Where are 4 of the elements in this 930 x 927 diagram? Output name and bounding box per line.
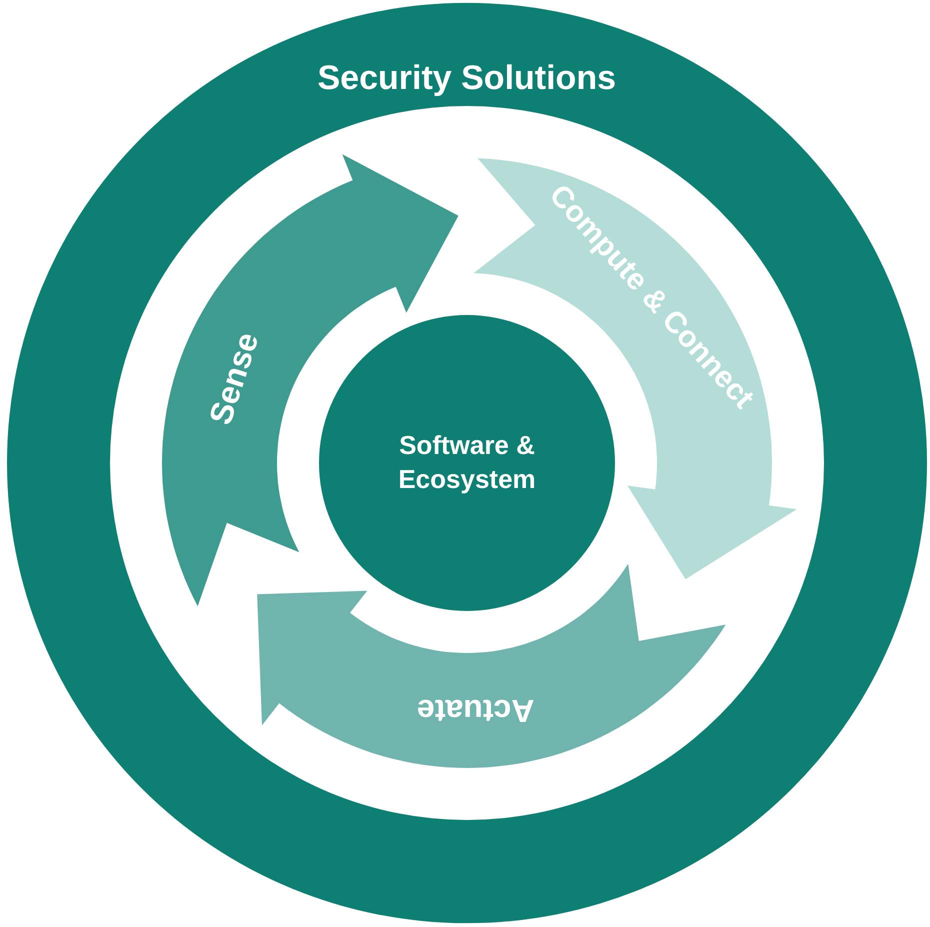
ring-title: Security Solutions (318, 58, 616, 98)
arrow-label: Actuate (417, 692, 534, 729)
arrow-label: Sense (202, 328, 267, 429)
hub-circle: Software & Ecosystem (319, 315, 615, 611)
